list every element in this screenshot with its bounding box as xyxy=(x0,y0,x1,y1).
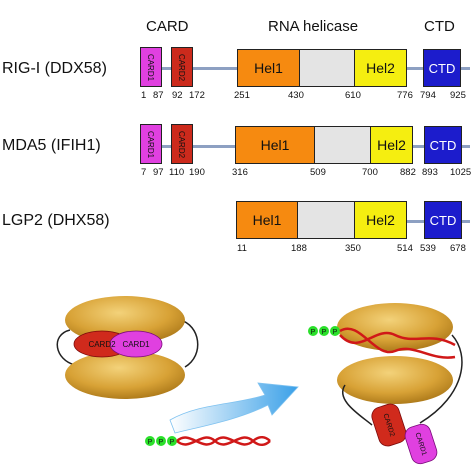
ctd-domain: CTD xyxy=(424,126,462,164)
phosphate-icon xyxy=(319,326,329,336)
position-label: 1025 xyxy=(450,167,472,178)
svg-text:P: P xyxy=(333,329,338,336)
hel2-domain: Hel2 xyxy=(354,201,407,239)
card1-domain: CARD1 xyxy=(140,124,162,164)
phosphate-icon xyxy=(145,436,155,446)
position-label: 172 xyxy=(189,90,205,101)
position-label: 776 xyxy=(397,90,413,101)
position-label: 509 xyxy=(310,167,326,178)
helicase-lobe-bottom xyxy=(65,351,185,399)
card1-domain xyxy=(404,423,438,465)
position-label: 794 xyxy=(420,90,436,101)
helicase-insert-domain xyxy=(299,49,355,87)
svg-text:P: P xyxy=(170,439,175,446)
phosphate-icon xyxy=(308,326,318,336)
position-label: 539 xyxy=(420,243,436,254)
position-label: 1 xyxy=(141,90,147,101)
hel2-domain: Hel2 xyxy=(354,49,407,87)
helicase-insert-domain xyxy=(297,201,355,239)
rna-strand xyxy=(339,327,456,359)
tether-line xyxy=(419,334,463,424)
position-label: 350 xyxy=(345,243,361,254)
ctd-domain: CTD xyxy=(424,201,462,239)
hel1-domain: Hel1 xyxy=(235,126,315,164)
position-label: 514 xyxy=(397,243,413,254)
activation-illustration: CARD2 CARD1 P P P P P P CARD2 CARD1 xyxy=(56,296,463,465)
position-label: 610 xyxy=(345,90,361,101)
phosphate-icon xyxy=(330,326,340,336)
protein-name: MDA5 (IFIH1) xyxy=(2,137,101,154)
position-label: 700 xyxy=(362,167,378,178)
position-label: 188 xyxy=(291,243,307,254)
position-label: 316 xyxy=(232,167,248,178)
tether-line xyxy=(342,384,373,426)
phosphate-icon xyxy=(167,436,177,446)
hel1-domain: Hel1 xyxy=(236,201,298,239)
free-dsrna: P P P xyxy=(145,436,271,446)
card2-domain xyxy=(371,403,407,447)
card2-domain: CARD2 xyxy=(171,47,193,87)
activation-arrow xyxy=(169,382,299,434)
phosphate-icon xyxy=(156,436,166,446)
protein-name: LGP2 (DHX58) xyxy=(2,212,110,229)
tether-line xyxy=(179,319,199,368)
position-label: 190 xyxy=(189,167,205,178)
autoinhibited-complex: CARD2 CARD1 xyxy=(56,296,199,399)
position-label: 430 xyxy=(288,90,304,101)
card2-domain: CARD2 xyxy=(171,124,193,164)
rna-helicase-header: RNA helicase xyxy=(268,18,359,35)
position-label: 882 xyxy=(400,167,416,178)
svg-text:P: P xyxy=(322,329,327,336)
tether-line xyxy=(56,329,76,366)
card1-domain xyxy=(109,330,163,358)
position-label: 7 xyxy=(141,167,147,178)
svg-text:P: P xyxy=(311,329,316,336)
position-label: 893 xyxy=(422,167,438,178)
card2-label: CARD2 xyxy=(88,340,116,349)
hel1-domain: Hel1 xyxy=(237,49,300,87)
helicase-insert-domain xyxy=(314,126,371,164)
position-label: 97 xyxy=(153,167,164,178)
position-label: 678 xyxy=(450,243,466,254)
rna-strand xyxy=(176,436,271,446)
svg-text:P: P xyxy=(159,439,164,446)
card1-domain: CARD1 xyxy=(140,47,162,87)
activated-complex: P P P CARD2 CARD1 xyxy=(308,303,463,465)
position-label: 87 xyxy=(153,90,164,101)
helicase-lobe-bottom xyxy=(337,356,453,404)
position-label: 251 xyxy=(234,90,250,101)
ctd-domain: CTD xyxy=(423,49,461,87)
position-label: 92 xyxy=(172,90,183,101)
position-label: 110 xyxy=(169,167,185,178)
card1-label: CARD1 xyxy=(122,340,150,349)
ctd-header: CTD xyxy=(424,18,455,35)
position-label: 11 xyxy=(237,243,247,254)
hel2-domain: Hel2 xyxy=(370,126,413,164)
position-label: 925 xyxy=(450,90,466,101)
card-header: CARD xyxy=(146,18,189,35)
svg-text:P: P xyxy=(148,439,153,446)
rna-strand xyxy=(339,331,456,347)
protein-name: RIG-I (DDX58) xyxy=(2,60,107,77)
